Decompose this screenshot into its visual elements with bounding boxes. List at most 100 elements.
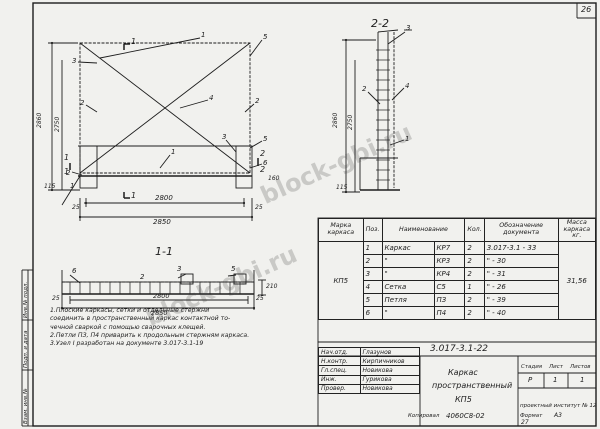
- signature-role: Нач.отд.: [318, 346, 361, 358]
- signature-role: Н.контр.: [318, 356, 361, 367]
- spec-pos: 5: [362, 293, 383, 307]
- signature-name: Новикова: [359, 383, 421, 394]
- callout: 1: [405, 135, 410, 143]
- signature-row: Инж. Гурикова: [318, 374, 421, 385]
- spec-doc: " - 30: [483, 254, 559, 268]
- signature-row: Провер. Новикова: [318, 383, 421, 394]
- section-1-1-title: 1-1: [155, 245, 173, 258]
- spec-mark: ПЗ: [433, 293, 466, 307]
- spec-name: Петля: [381, 293, 435, 307]
- title-line-1: Каркас: [448, 368, 478, 377]
- dim-s22-height-outer: 2860: [332, 112, 339, 128]
- note-line: соединить в пространственный каркас конт…: [50, 315, 231, 323]
- spec-name: ": [381, 306, 435, 320]
- note-line: чечной сваркой с помощью сварочных клеще…: [50, 323, 206, 331]
- spec-mark: КР4: [433, 267, 466, 281]
- callout: 1: [201, 31, 206, 39]
- spec-doc: 3.017-3.1 - 33: [483, 241, 559, 255]
- stage-label: Стадия: [521, 364, 543, 370]
- spec-mark: КР7: [433, 241, 466, 255]
- spec-doc: " - 31: [483, 267, 559, 281]
- dim-elev-bottom-left: 115: [44, 183, 56, 190]
- dim-s22-bottom: 115: [336, 184, 348, 191]
- specification-table: Марка каркаса Поз. Наименование Кол. Обо…: [318, 218, 597, 320]
- format-value: А3: [554, 412, 562, 419]
- cut-mark-top: 1: [131, 37, 137, 46]
- drawing-notes: 1.Плоские каркасы, сетки и отдельные сте…: [50, 307, 310, 349]
- dim-s11-inner-width: 2800: [153, 292, 170, 300]
- signature-name: Кирпичников: [359, 356, 421, 367]
- callout: 1: [70, 182, 75, 190]
- spec-header-mass: Масса каркаса кг.: [557, 218, 597, 242]
- side-strip-label: Подп. и дата: [23, 330, 29, 368]
- dim-s11-edge-right: 25: [256, 295, 264, 302]
- spec-pos: 6: [362, 306, 383, 320]
- spec-qty: 2: [464, 267, 485, 281]
- callout: 3: [177, 265, 182, 273]
- cut-mark-right-a: 2: [260, 149, 266, 158]
- spec-qty: 2: [464, 293, 485, 307]
- callout: 5: [263, 135, 268, 143]
- spec-pos: 4: [362, 280, 383, 294]
- callout: 2: [255, 97, 260, 105]
- spec-header-assembly: Марка каркаса: [318, 218, 364, 242]
- dim-elev-height-inner: 2750: [54, 116, 61, 132]
- signature-role: Инж.: [318, 374, 361, 385]
- section-1-1-view: [61, 270, 266, 310]
- spec-total-mass: 31,56: [557, 241, 597, 320]
- callout: 3: [406, 24, 411, 32]
- signature-name: Гурикова: [359, 374, 421, 385]
- callout: 2: [66, 169, 71, 177]
- spec-header-pos: Поз.: [362, 218, 383, 242]
- dim-s11-overall-width: 2850: [151, 309, 168, 317]
- spec-assembly-mark: КП5: [318, 241, 364, 320]
- section-2-2-view: [342, 29, 412, 193]
- side-strip-label: Взам. инв.№: [23, 388, 29, 424]
- spec-pos: 2: [362, 254, 383, 268]
- dim-elev-height-outer: 2860: [36, 112, 43, 128]
- spec-qty: 2: [464, 241, 485, 255]
- dim-s22-height-inner: 2750: [347, 114, 354, 130]
- signature-row: Гл.спец. Новикова: [318, 365, 421, 376]
- sheet-frame: [32, 2, 597, 427]
- spec-pos: 3: [362, 267, 383, 281]
- table-row: 6 " П4 2 " - 40: [319, 306, 596, 320]
- spec-header-row: Марка каркаса Поз. Наименование Кол. Обо…: [318, 218, 597, 242]
- dim-elev-overall-width: 2850: [153, 218, 171, 226]
- callout: 6: [72, 267, 77, 275]
- table-row: 3 " КР4 2 " - 31: [319, 267, 596, 281]
- spec-name: Сетка: [381, 280, 435, 294]
- spec-doc: " - 40: [483, 306, 559, 320]
- signature-role: Провер.: [318, 383, 361, 394]
- callout: 5: [263, 33, 268, 41]
- dim-s11-edge-left: 25: [52, 295, 60, 302]
- title-line-2: пространственный: [432, 381, 513, 390]
- callout: 2: [80, 99, 85, 107]
- spec-header-qty: Кол.: [464, 218, 485, 242]
- stage-value: Р: [528, 376, 533, 384]
- spec-header-doc: Обозначение документа: [483, 218, 559, 242]
- section-2-2-title: 2-2: [371, 17, 389, 30]
- callout: 6: [263, 159, 268, 167]
- dim-elev-bottom-right: 160: [268, 175, 280, 182]
- side-strip-label: Инв.№ подл.: [23, 281, 29, 318]
- table-row: КП5 1 Каркас КР7 2 3.017-3.1 - 33 31,56: [318, 241, 597, 320]
- cut-mark-left-bottom: 1: [64, 167, 70, 176]
- signature-row: Нач.отд. Глазунов: [318, 346, 421, 358]
- copied-value: 4060C8-02: [446, 412, 485, 420]
- callout: 3: [72, 57, 77, 65]
- spec-name: ": [381, 267, 435, 281]
- cut-mark-right-b: 2: [260, 165, 266, 174]
- spec-mark: П4: [433, 306, 466, 320]
- signature-row: Н.контр. Кирпичников: [318, 356, 421, 367]
- bottom-stamp: 27: [521, 419, 529, 426]
- sheet-label: Лист: [549, 364, 563, 370]
- dim-elev-inner-width: 2800: [155, 194, 173, 202]
- spec-qty: 1: [464, 280, 485, 294]
- format-label: Формат: [520, 413, 543, 419]
- signature-table: Нач.отд. Глазунов Н.контр. Кирпичников Г…: [318, 346, 421, 394]
- signature-name: Глазунов: [359, 346, 421, 358]
- callout: 4: [209, 94, 214, 102]
